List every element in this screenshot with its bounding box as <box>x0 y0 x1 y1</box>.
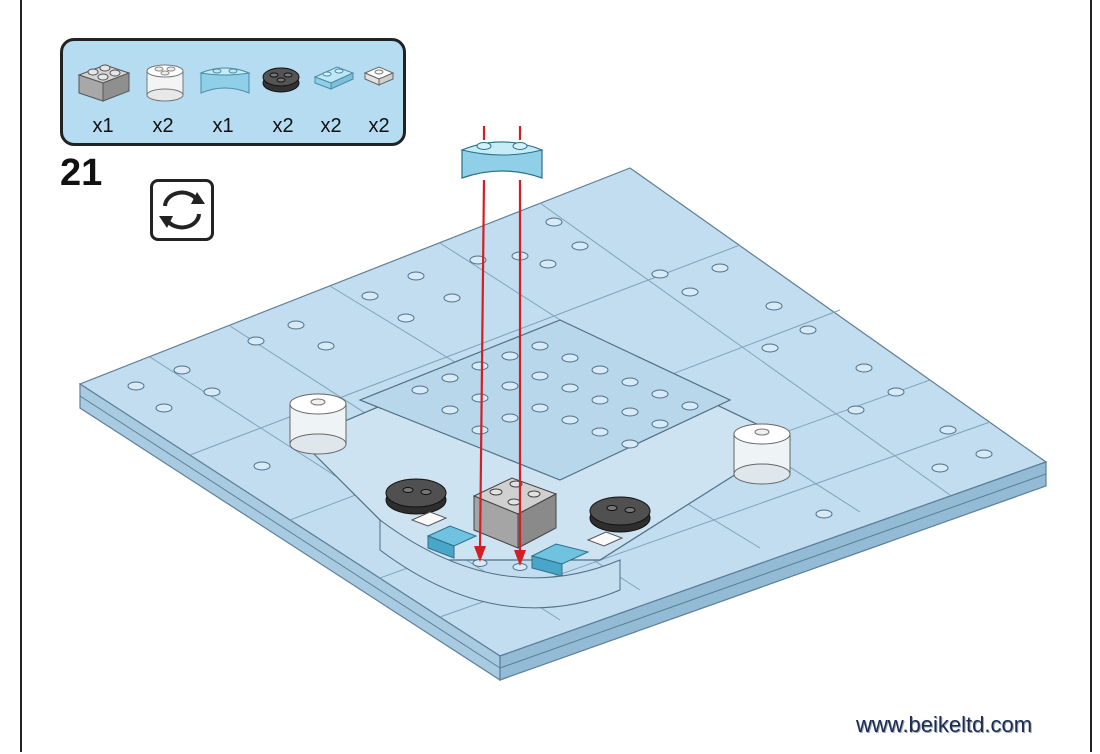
clear-round-brick-left <box>289 393 347 455</box>
built-structure <box>289 319 792 609</box>
trans-blue-arch-icon <box>199 67 251 94</box>
parts-list-panel: x1 x2 x1 x2 x2 x2 <box>60 38 406 146</box>
gray-brick-placed <box>472 477 558 549</box>
website-url: www.beikeltd.com <box>856 712 1033 737</box>
clear-round-brick-right <box>733 423 791 485</box>
dark-round-plate-right <box>589 496 651 533</box>
trans-blue-arch-new-piece <box>460 141 544 179</box>
trans-blue-plate-icon <box>313 66 355 90</box>
clear-round-brick-icon <box>146 64 184 102</box>
white-tile-icon <box>363 66 395 86</box>
gray-brick-icon <box>77 64 131 102</box>
placement-arrows <box>474 126 526 566</box>
part-qty-2: x2 <box>152 115 174 137</box>
dark-round-plate-icon <box>262 67 300 93</box>
part-qty-1: x1 <box>92 115 114 137</box>
part-qty-5: x2 <box>320 115 342 137</box>
part-qty-3: x1 <box>212 115 234 137</box>
rotate-icon <box>150 179 214 241</box>
step-number: 21 <box>60 152 103 194</box>
part-qty-6: x2 <box>368 115 390 137</box>
dark-round-plate-left <box>385 478 447 515</box>
page-border <box>20 0 1092 752</box>
part-qty-4: x2 <box>272 115 294 137</box>
